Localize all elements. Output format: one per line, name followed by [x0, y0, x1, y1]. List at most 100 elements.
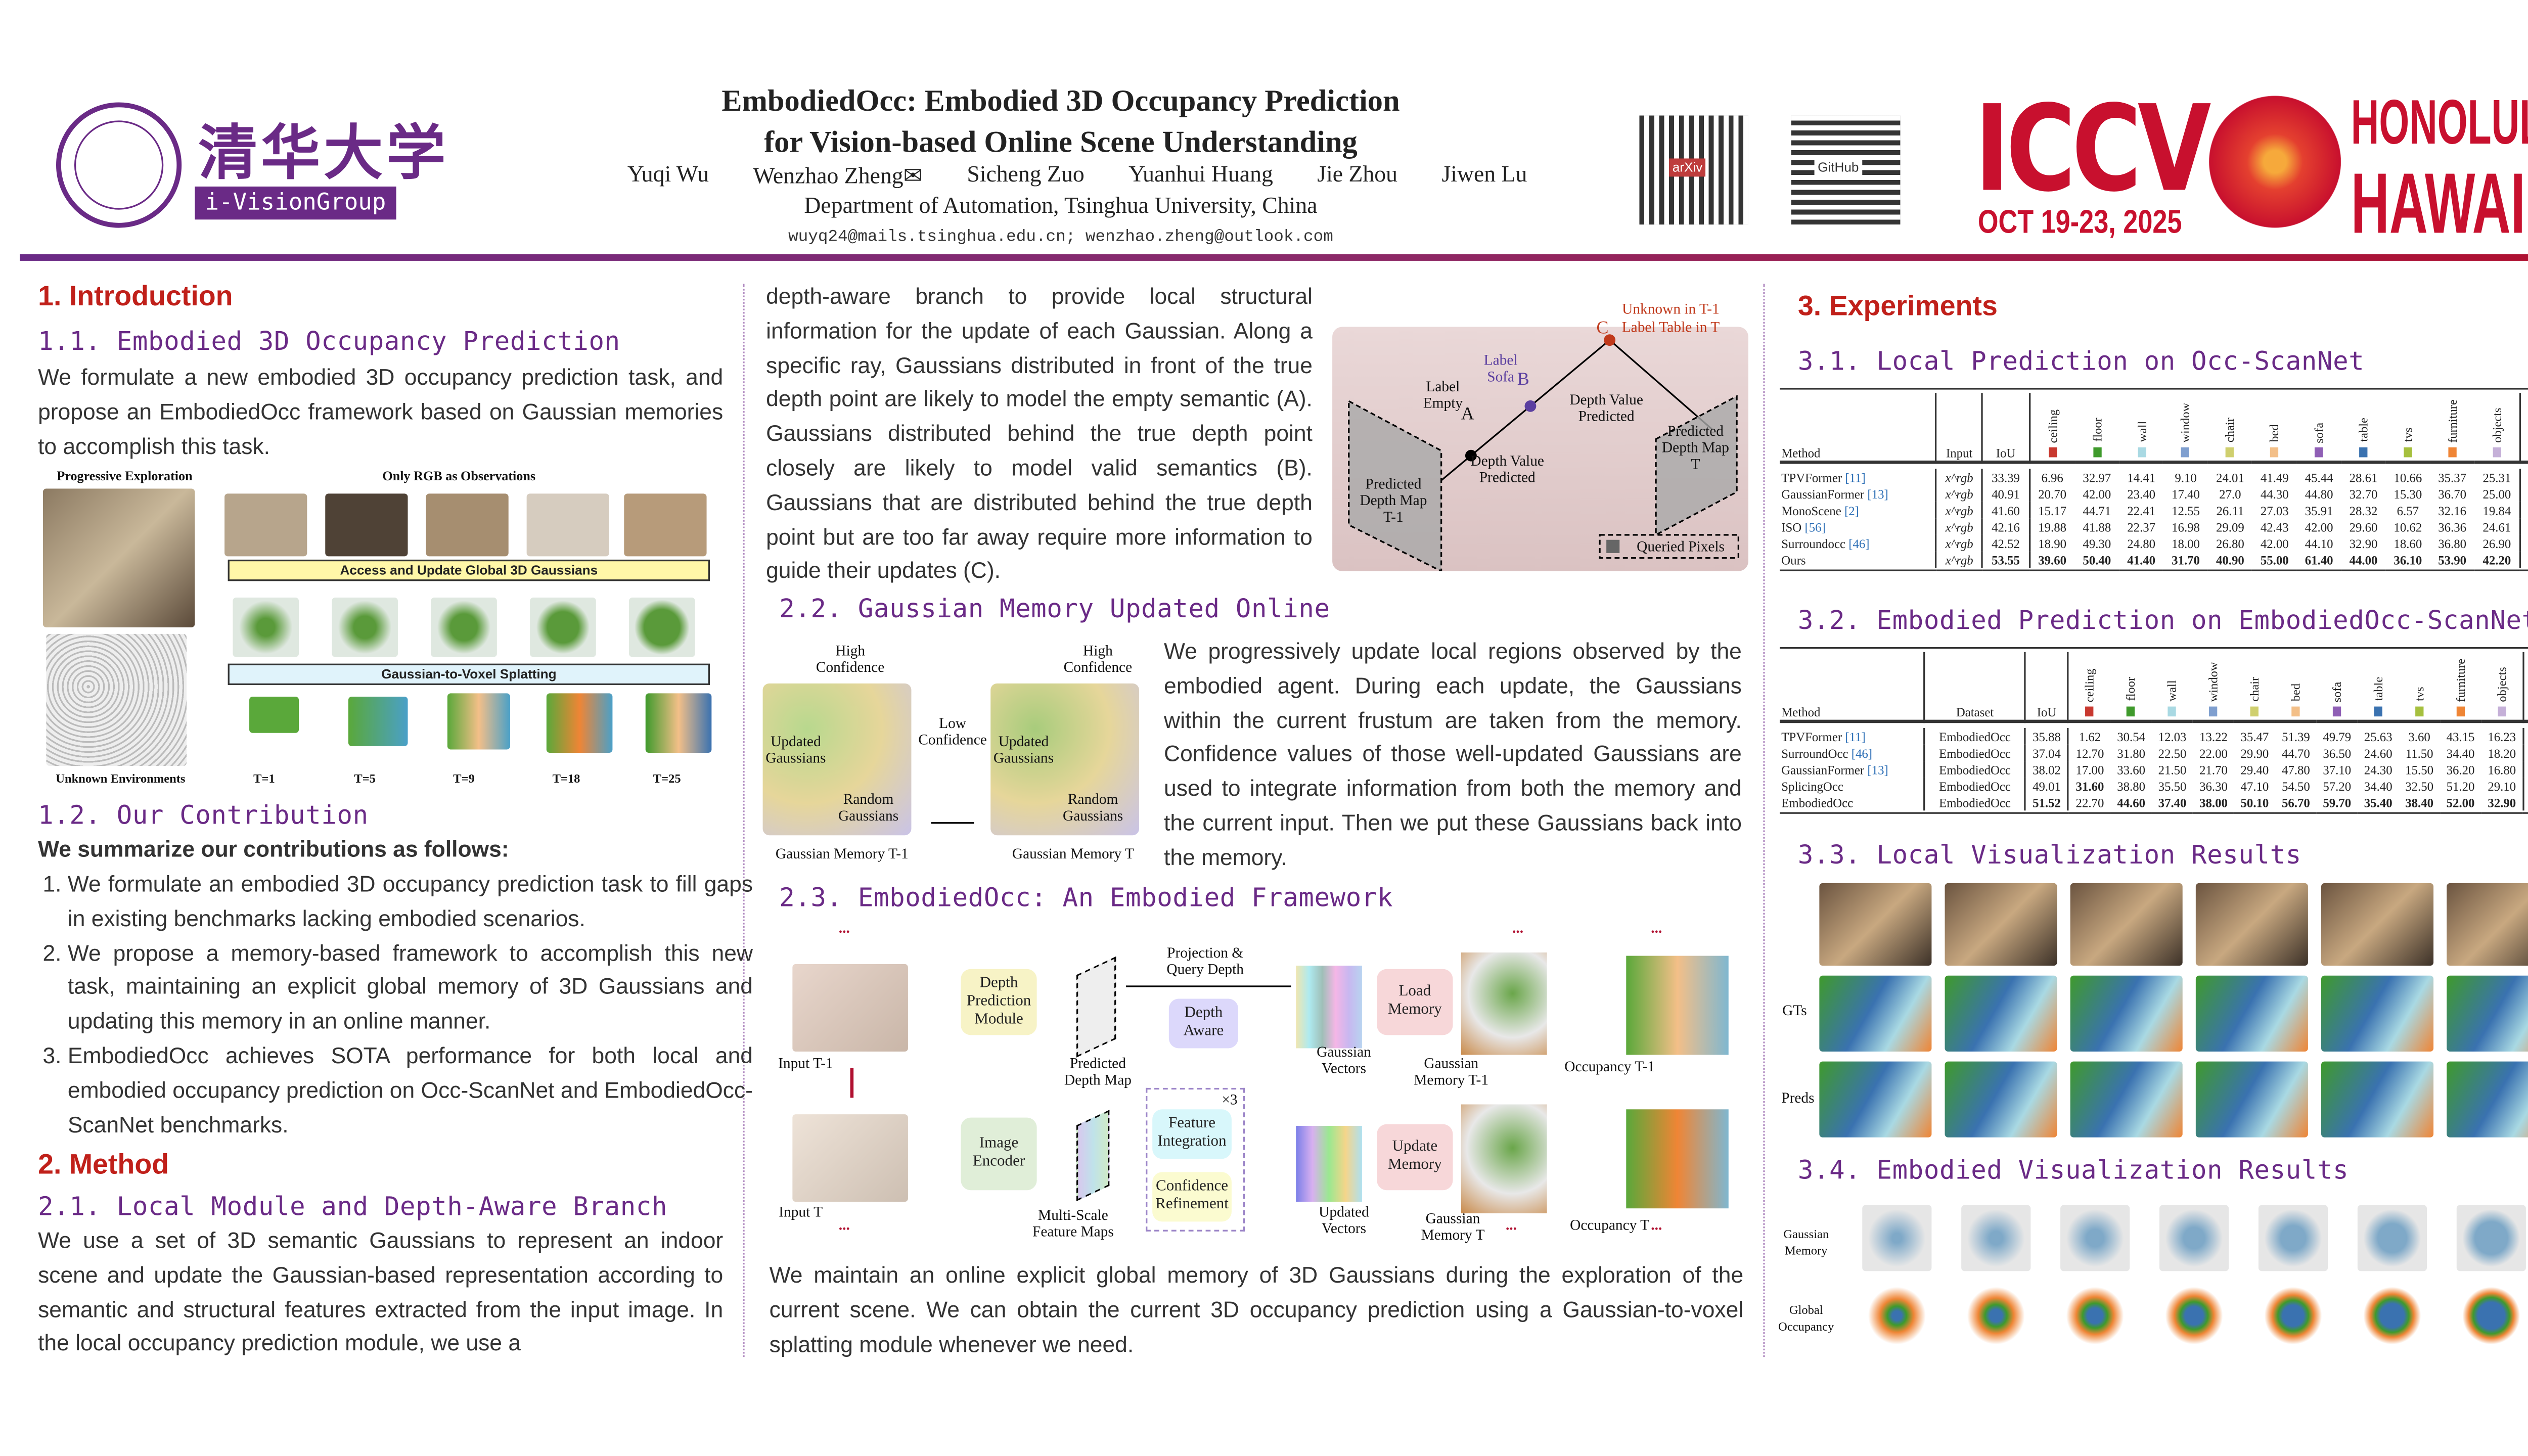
gaussian-memory-snapshot [1862, 1205, 1932, 1271]
depth-aware-figure: Unknown in T-1 Label Table in T C Label … [1332, 294, 1748, 571]
miou-cell: 24.62 [2519, 502, 2528, 519]
fig-label: Depth Value Predicted [1569, 391, 1643, 425]
value-cell: 44.80 [2305, 486, 2333, 502]
value-cell: 32.97 [2083, 469, 2111, 485]
splatting-bar: Gaussian-to-Voxel Splatting [228, 663, 710, 686]
value-cell: 51.20 [2446, 778, 2475, 793]
citation-link[interactable]: [56] [1804, 519, 1826, 534]
value-cell: 51.39 [2281, 729, 2310, 744]
occupancy-t1 [1626, 956, 1729, 1055]
author: Sicheng Zuo [967, 163, 1085, 189]
method-name: GaussianFormer [1781, 486, 1865, 502]
pred-occupancy-voxels [2195, 1061, 2308, 1138]
fig-label: Gaussian Memory T [1012, 845, 1134, 862]
value-cell: 17.40 [2172, 486, 2200, 502]
value-cell: 54.50 [2281, 778, 2310, 793]
value-cell: 6.57 [2397, 503, 2419, 518]
gt-occupancy-voxels [1819, 975, 1932, 1052]
subsection-heading: 3.2. Embodied Prediction on EmbodiedOcc-… [1797, 606, 2528, 636]
fig-label: Unknown in T-1 [1622, 300, 1720, 317]
point-b [1524, 400, 1537, 412]
value-cell: 47.10 [2240, 778, 2269, 793]
value-cell: 56.70 [2281, 795, 2310, 810]
github-qr-code[interactable]: GitHub [1791, 115, 1901, 225]
value-cell: 12.70 [2075, 745, 2104, 760]
citation-link[interactable]: [46] [1848, 535, 1870, 551]
subsection-heading: 3.3. Local Visualization Results [1797, 840, 2301, 870]
value-cell: 37.40 [2158, 795, 2187, 810]
value-cell: 50.10 [2240, 795, 2269, 810]
gaussian-memory-snapshot [2357, 1205, 2427, 1271]
header-rule [1779, 461, 2528, 469]
depth-prediction-module: Depth Prediction Module [961, 969, 1037, 1035]
method-cell: Ours [1779, 551, 1937, 568]
author: Yuqi Wu [627, 163, 709, 189]
miou-cell: 24.94 [2519, 469, 2528, 485]
citation-link[interactable]: [13] [1867, 486, 1888, 502]
pred-occupancy-voxels [2070, 1061, 2183, 1138]
value-cell: 44.71 [2083, 503, 2111, 518]
value-cell: 49.79 [2323, 729, 2352, 744]
value-cell: 34.40 [2364, 778, 2392, 793]
value-cell: 12.03 [2158, 729, 2187, 744]
gt-occupancy-voxels [2447, 975, 2528, 1052]
author: Yuanhui Huang [1128, 163, 1273, 189]
step-label: T=18 [552, 770, 580, 786]
subsection-heading: 2.2. Gaussian Memory Updated Online [779, 594, 1330, 624]
iou-cell: 35.88 [2025, 727, 2069, 745]
value-cell: 41.40 [2127, 552, 2156, 567]
gaussian-memory-snapshot [2060, 1205, 2130, 1271]
contribution-lead: We summarize our contributions as follow… [38, 837, 509, 862]
rgb-frame [224, 493, 307, 557]
method-name: EmbodiedOcc [1781, 795, 1854, 810]
iccv-text: ICCV [1974, 79, 2211, 218]
column-separator [1763, 284, 1765, 1357]
citation-link[interactable]: [11] [1845, 729, 1866, 744]
citation-link[interactable]: [13] [1867, 761, 1888, 777]
unknown-environment-noise [46, 633, 187, 766]
value-cell: 34.40 [2446, 745, 2475, 760]
hibiscus-icon [2208, 96, 2341, 228]
ellipsis: ... [838, 919, 850, 936]
value-cell: 29.40 [2240, 761, 2269, 777]
pred-occupancy-voxels [1945, 1061, 2057, 1138]
citation-link[interactable]: [11] [1845, 469, 1866, 485]
value-cell: 31.60 [2075, 778, 2104, 793]
col-header: Method [1779, 393, 1937, 463]
value-cell: 29.09 [2216, 519, 2244, 534]
class-color-swatch [2498, 706, 2506, 717]
value-cell: 19.88 [2038, 519, 2067, 534]
fig-label: Low Confidence [918, 714, 987, 748]
col-header: mIoU [2522, 652, 2528, 721]
column-separator [743, 284, 745, 1357]
class-name: floor [2124, 677, 2139, 702]
fig-label: Only RGB as Observations [382, 469, 536, 484]
global-occupancy-snapshot [2258, 1283, 2328, 1349]
arxiv-qr-code[interactable]: arXiv [1639, 115, 1748, 225]
value-cell: 50.40 [2083, 552, 2111, 567]
occupancy-t [1626, 1109, 1729, 1209]
gt-occupancy-voxels [1945, 975, 2057, 1052]
class-name: window [2178, 402, 2193, 443]
method-cell: TPVFormer [11] [1779, 727, 1926, 745]
value-cell: 9.10 [2175, 469, 2197, 485]
input-cell: EmbodiedOcc [1924, 727, 2026, 745]
class-color-swatch [2250, 706, 2259, 717]
arxiv-label: arXiv [1669, 158, 1706, 177]
value-cell: 22.00 [2199, 745, 2228, 760]
gaussian-scene [629, 598, 695, 657]
class-name: table [2371, 677, 2386, 702]
value-cell: 53.90 [2438, 552, 2467, 567]
value-cell: 3.60 [2408, 729, 2430, 744]
contribution-item: We formulate an embodied 3D occupancy pr… [68, 869, 753, 937]
ellipsis: ... [1651, 1216, 1662, 1234]
value-cell: 24.01 [2216, 469, 2244, 485]
rgb-view-image [1945, 883, 2057, 966]
fig-label: Gaussian Memory T [1421, 1210, 1485, 1243]
citation-link[interactable]: [46] [1851, 745, 1873, 760]
value-cell: 1.62 [2079, 729, 2101, 744]
step-label: T=5 [354, 770, 376, 786]
citation-link[interactable]: [2] [1844, 503, 1859, 518]
